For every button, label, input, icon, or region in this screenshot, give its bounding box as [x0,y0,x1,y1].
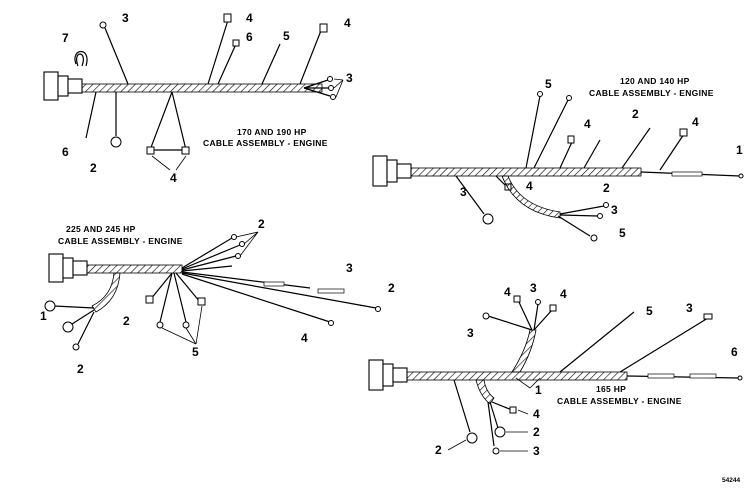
callout-number: 7 [62,31,69,45]
diagram-165-hp: 165 HP CABLE ASSEMBLY - ENGINE 4 3 4 5 3… [368,281,743,458]
diagram-title-line1: 170 AND 190 HP [237,127,307,137]
callout-number: 2 [603,181,610,195]
callout-number: 4 [344,16,351,30]
callout-number: 4 [560,287,567,301]
callout-number: 3 [533,444,540,458]
callout-number: 4 [301,331,308,345]
diagram-225-245-hp: 225 AND 245 HP CABLE ASSEMBLY - ENGINE 2… [40,217,395,376]
callout-number: 1 [535,383,542,397]
callout-number: 5 [545,77,552,91]
callout-number: 2 [77,362,84,376]
callout-number: 5 [283,29,290,43]
callout-number: 3 [346,261,353,275]
callout-number: 4 [170,171,177,185]
connector-plug [372,155,412,187]
connector-plug [43,71,83,101]
callout-number: 2 [388,281,395,295]
callout-number: 3 [460,185,467,199]
callout-number: 6 [731,345,738,359]
callout-number: 3 [611,203,618,217]
callout-number: 2 [90,161,97,175]
callout-number: 3 [346,71,353,85]
diagram-title-line2: CABLE ASSEMBLY - ENGINE [589,88,714,98]
diagram-170-190-hp: 170 AND 190 HP CABLE ASSEMBLY - ENGINE 3… [43,11,353,185]
connector-plug [48,253,88,283]
callout-number: 6 [62,145,69,159]
callout-number: 5 [192,345,199,359]
callout-number: 4 [246,11,253,25]
callout-number: 3 [122,11,129,25]
figure-number: 54244 [722,477,740,484]
harness-trunk [81,83,323,93]
callout-number: 4 [533,407,540,421]
diagram-title-line2: CABLE ASSEMBLY - ENGINE [557,396,682,406]
callout-number: 3 [467,326,474,340]
harness-trunk [410,167,642,177]
diagram-title-line2: CABLE ASSEMBLY - ENGINE [58,236,183,246]
connector-plug [368,359,408,391]
callout-number: 3 [686,301,693,315]
callout-number: 3 [530,281,537,295]
callout-number: 2 [435,443,442,457]
callout-number: 5 [646,304,653,318]
callout-number: 2 [123,314,130,328]
callout-number: 1 [40,309,47,323]
callout-number: 5 [619,226,626,240]
diagram-title-line1: 120 AND 140 HP [620,76,690,86]
callout-number: 2 [632,107,639,121]
callout-number: 4 [692,115,699,129]
diagram-title-line2: CABLE ASSEMBLY - ENGINE [203,138,328,148]
callout-number: 2 [258,217,265,231]
diagram-title-line1: 165 HP [596,384,626,394]
diagram-title-line1: 225 AND 245 HP [66,224,136,234]
callout-number: 4 [504,285,511,299]
diagram-120-140-hp: 120 AND 140 HP CABLE ASSEMBLY - ENGINE 5… [372,76,744,242]
callout-number: 6 [246,30,253,44]
callout-number: 2 [533,425,540,439]
harness-trunk [86,264,183,274]
callout-number: 4 [584,117,591,131]
callout-number: 1 [736,143,743,157]
callout-number: 4 [526,179,533,193]
